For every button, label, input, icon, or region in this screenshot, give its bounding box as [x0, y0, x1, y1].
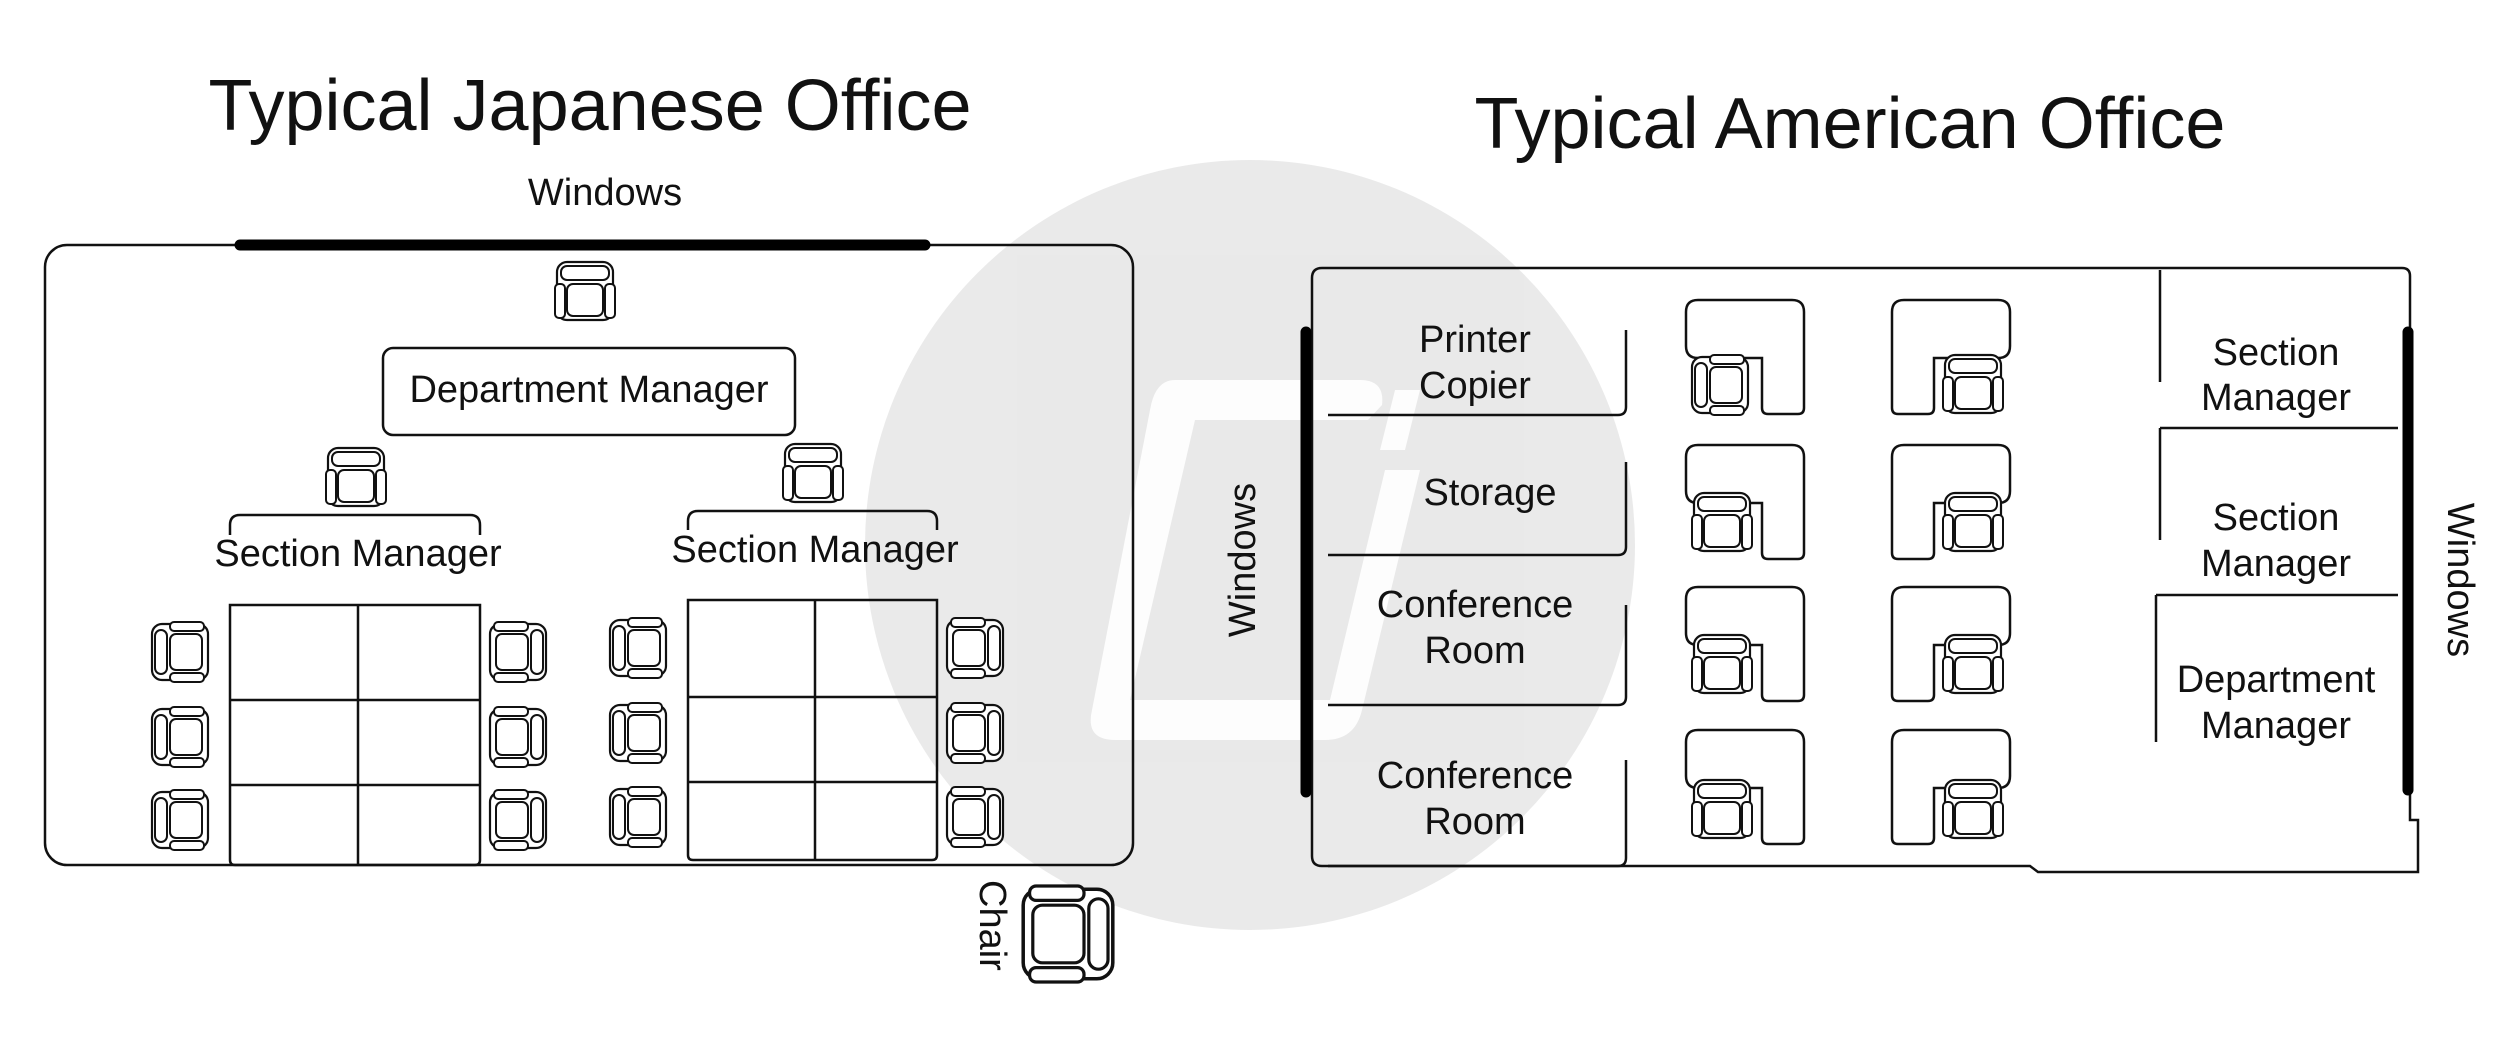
department-manager-chair [553, 260, 617, 322]
japanese-section-manager-left-label: Section Manager [214, 533, 502, 575]
svg-text:Conference: Conference [1377, 755, 1573, 797]
svg-text:Conference: Conference [1377, 584, 1573, 626]
svg-text:Section: Section [2213, 497, 2340, 539]
svg-text:Room: Room [1424, 801, 1525, 843]
chair-legend-label: Chair [971, 880, 1013, 971]
cubicle-column-1 [1684, 298, 1806, 846]
svg-text:Manager: Manager [2201, 543, 2351, 585]
svg-text:Room: Room [1424, 630, 1525, 672]
japanese-office-title: Typical Japanese Office [208, 66, 971, 146]
section-manager-desk-left [228, 513, 482, 535]
svg-text:Storage: Storage [1423, 472, 1556, 514]
section-manager-desk-right [686, 509, 939, 530]
department-manager-desk [381, 346, 797, 437]
svg-text:Section: Section [2213, 332, 2340, 374]
japanese-windows-label: Windows [528, 172, 682, 214]
american-room-printer-copier: Printer Copier [1328, 319, 1628, 417]
svg-text:Copier: Copier [1419, 365, 1531, 407]
american-office-room [1310, 266, 2420, 874]
american-windows-right-label: Windows [2439, 503, 2481, 657]
american-room-conference-2: Conference Room [1328, 755, 1628, 868]
desk-cluster-left [228, 603, 482, 867]
svg-text:Manager: Manager [2201, 377, 2351, 419]
american-office-section-manager-1: Section Manager [2158, 270, 2398, 540]
svg-text:Printer: Printer [1419, 319, 1531, 361]
japanese-section-manager-right-label: Section Manager [671, 529, 959, 571]
watermark-logo [865, 160, 1635, 930]
cubicle-column-2 [1890, 298, 2012, 846]
chair-legend: Chair [971, 880, 1115, 984]
american-office-section-manager-2: Section Manager [2154, 497, 2398, 742]
section-manager-chair-left [324, 446, 388, 508]
japanese-department-manager-label: Department Manager [409, 369, 768, 411]
desk-cluster-right [686, 598, 939, 862]
american-room-conference-1: Conference Room [1328, 584, 1628, 707]
svg-text:Manager: Manager [2201, 705, 2351, 747]
svg-text:Department: Department [2177, 659, 2376, 701]
american-windows-left-label: Windows [1222, 483, 1264, 637]
american-office-title: Typical American Office [1475, 84, 2226, 164]
american-office-department-manager: Department Manager [2177, 659, 2376, 747]
american-room-storage: Storage [1328, 462, 1628, 557]
section-manager-chair-right [781, 442, 845, 504]
